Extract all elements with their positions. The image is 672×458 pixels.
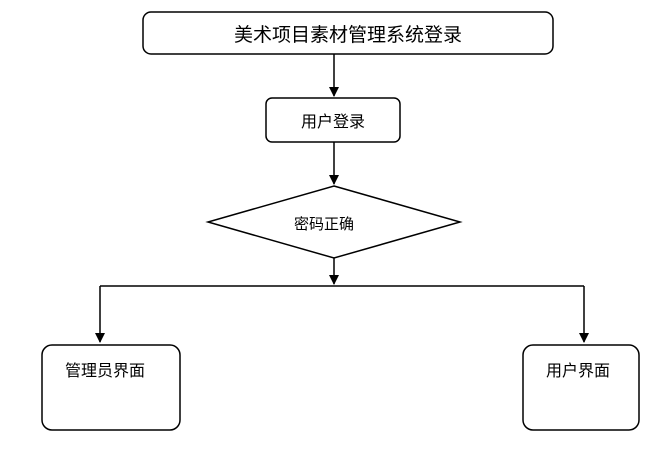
title-box [142,11,554,55]
title-text: 美术项目素材管理系统登录 [234,24,462,46]
login-text: 用户登录 [301,112,365,131]
admin-text: 管理员界面 [65,361,145,380]
login-box [265,97,401,143]
check-text: 密码正确 [294,215,354,233]
user-box [522,344,640,431]
admin-box [41,344,181,431]
user-text: 用户界面 [546,361,610,380]
